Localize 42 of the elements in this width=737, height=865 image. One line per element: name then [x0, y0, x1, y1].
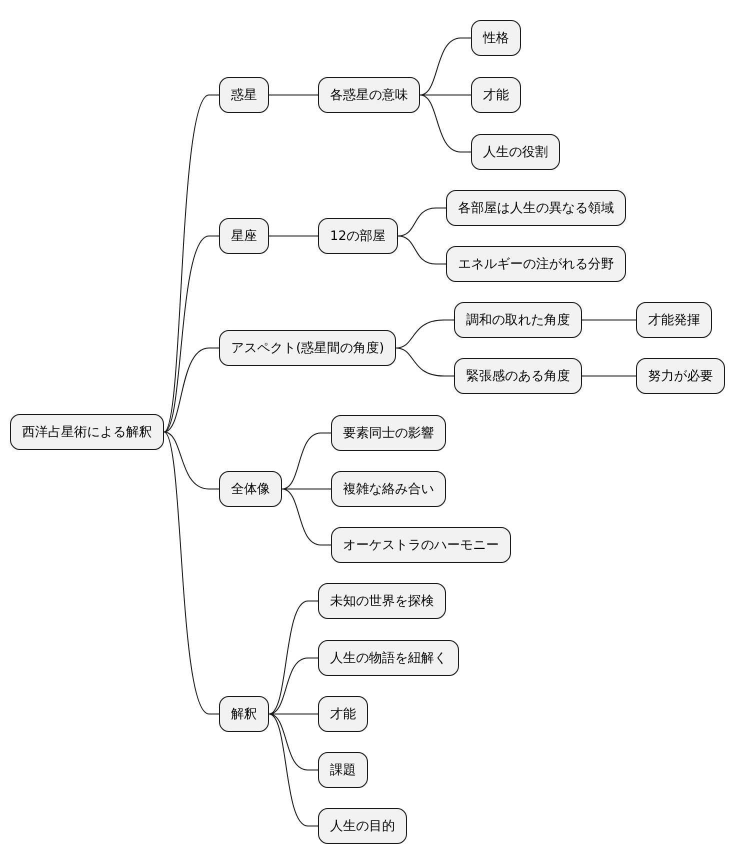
topic-box: 努力が必要: [636, 358, 725, 394]
connector-line: [420, 38, 472, 96]
topic-box: 各惑星の意味: [318, 77, 420, 113]
connector-line: [164, 432, 220, 714]
topic-box: 惑星: [219, 77, 269, 113]
topic-box: 未知の世界を探検: [318, 583, 446, 619]
topic-box: 西洋占星術による解釈: [10, 414, 164, 450]
topic-box: 複雑な絡み合い: [331, 471, 446, 507]
topic-box: 各部屋は人生の異なる領域: [446, 190, 626, 226]
topic-box: 人生の物語を紐解く: [318, 640, 459, 676]
connector-line: [396, 348, 454, 376]
topic-box: 課題: [318, 752, 368, 788]
connector-line: [164, 94, 220, 432]
topic-box: エネルギーの注がれる分野: [446, 246, 626, 282]
connector-line: [268, 94, 318, 96]
topic-box: 才能: [318, 696, 368, 732]
topic-box: 全体像: [219, 471, 282, 507]
topic-box: 星座: [219, 218, 269, 254]
topic-box: 要素同士の影響: [331, 415, 446, 451]
topic-box: 解釈: [219, 696, 269, 732]
connector-line: [268, 714, 318, 770]
topic-box: 人生の目的: [318, 808, 407, 844]
topic-box: オーケストラのハーモニー: [331, 527, 511, 563]
connector-line: [268, 600, 318, 714]
topic-box: 緊張感のある角度: [454, 358, 582, 394]
connector-line: [268, 658, 318, 714]
topic-box: 才能: [471, 77, 521, 113]
connector-line: [420, 94, 472, 152]
topic-box: 才能発揮: [636, 302, 712, 338]
connector-line: [164, 432, 220, 490]
connector-line: [282, 432, 332, 490]
connector-line: [282, 488, 332, 546]
topic-box: 性格: [471, 20, 521, 56]
topic-box: 調和の取れた角度: [454, 302, 582, 338]
topic-box: アスペクト(惑星間の角度): [219, 330, 396, 366]
connector-line: [282, 488, 332, 490]
connector-line: [398, 236, 446, 264]
topic-box: 人生の役割: [471, 134, 560, 170]
topic-box: 12の部屋: [318, 218, 398, 254]
connector-line: [164, 236, 220, 432]
connector-line: [164, 348, 220, 432]
connector-line: [268, 714, 318, 826]
